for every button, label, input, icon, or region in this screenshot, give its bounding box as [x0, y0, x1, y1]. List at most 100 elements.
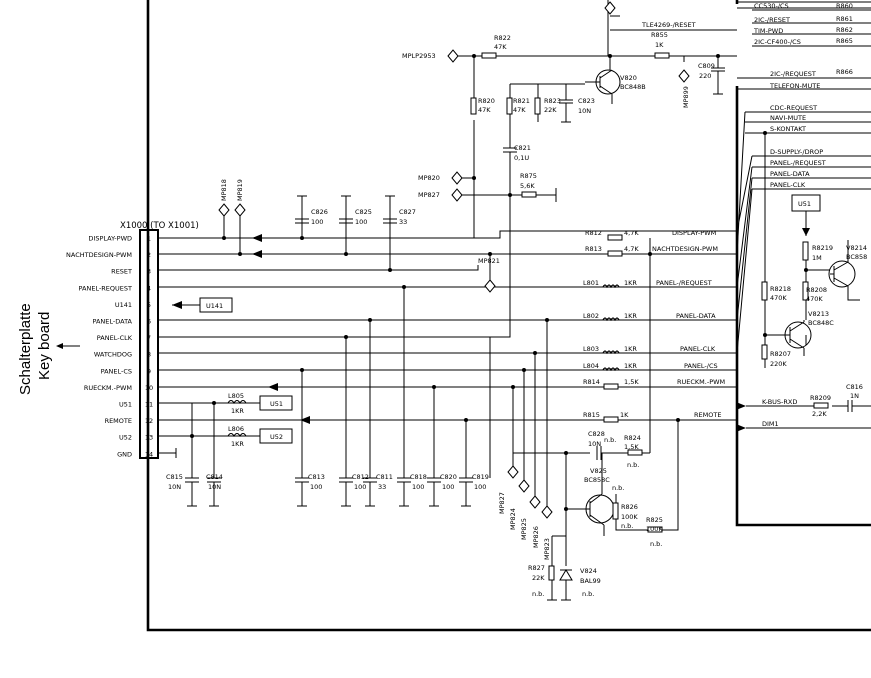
- cap-ref: C815: [166, 473, 183, 481]
- svg-text:L803: L803: [583, 345, 599, 353]
- svg-text:1,5K: 1,5K: [624, 378, 639, 386]
- pin-label: PANEL-CLK: [97, 334, 133, 342]
- svg-text:100: 100: [311, 218, 323, 226]
- svg-text:R821: R821: [513, 97, 530, 105]
- svg-text:2IC-/REQUEST: 2IC-/REQUEST: [770, 70, 816, 78]
- svg-text:R875: R875: [520, 172, 537, 180]
- svg-text:BC848B: BC848B: [620, 83, 646, 91]
- cap-value: 100: [412, 483, 424, 491]
- testpoints-bottom: MP827 MP824 MP825 MP826 MP823: [498, 318, 553, 560]
- svg-text:TELEFON-MUTE: TELEFON-MUTE: [769, 82, 820, 90]
- svg-text:L801: L801: [583, 279, 599, 287]
- cap-ref: C819: [472, 473, 489, 481]
- pin-number: 4: [147, 284, 151, 292]
- svg-text:BC858: BC858: [846, 253, 867, 261]
- svg-text:CDC-REQUEST: CDC-REQUEST: [770, 104, 817, 112]
- testpoints-top: MP818 MP819: [218, 179, 246, 256]
- u141-label: U141: [206, 302, 223, 310]
- svg-text:R826: R826: [621, 503, 638, 511]
- svg-text:MP820: MP820: [418, 174, 440, 182]
- svg-text:R815: R815: [583, 411, 600, 419]
- svg-text:R812: R812: [585, 229, 602, 237]
- svg-text:PANEL-/REQUEST: PANEL-/REQUEST: [770, 159, 826, 167]
- cap-ref: C813: [308, 473, 325, 481]
- svg-text:1KR: 1KR: [624, 279, 637, 287]
- pin-label: U52: [119, 434, 132, 442]
- capacitor: [295, 477, 309, 507]
- caps-top: C826 100 C825 100 C827 33: [295, 195, 416, 272]
- pin-label: U51: [119, 401, 132, 409]
- svg-text:TIM-PWD: TIM-PWD: [753, 27, 783, 35]
- svg-text:MP825: MP825: [520, 518, 528, 540]
- remote-circuit: C828 10N R824 1,5K n.b. n.b. V825 BC858C…: [513, 238, 680, 601]
- u51-label: U51: [270, 400, 283, 408]
- svg-text:V8213: V8213: [808, 310, 829, 318]
- svg-text:C809: C809: [698, 62, 715, 70]
- svg-text:PANEL-/REQUEST: PANEL-/REQUEST: [656, 279, 712, 287]
- v8213-symbol: [784, 321, 812, 349]
- cap-drops: [190, 285, 491, 478]
- pin-number: 14: [145, 450, 153, 458]
- right-bus: CC530-/CS 2IC-/RESET TIM-PWD 2IC-CF400-/…: [736, 2, 871, 354]
- svg-text:RUECKM.-PWM: RUECKM.-PWM: [677, 378, 725, 386]
- pin-label: PANEL-DATA: [92, 318, 132, 326]
- svg-text:10N: 10N: [578, 107, 591, 115]
- svg-text:n.b.: n.b.: [532, 590, 544, 598]
- svg-text:100: 100: [355, 218, 367, 226]
- pin-label: WATCHDOG: [94, 351, 132, 359]
- cap-ref: C811: [376, 473, 393, 481]
- pin-number: 5: [147, 301, 151, 309]
- svg-text:PANEL-CLK: PANEL-CLK: [680, 345, 716, 353]
- svg-text:C828: C828: [588, 430, 605, 438]
- capacitor: [459, 477, 473, 507]
- svg-text:V824: V824: [580, 567, 597, 575]
- svg-text:R823: R823: [544, 97, 561, 105]
- svg-text:1KR: 1KR: [231, 440, 244, 448]
- pin-label: GND: [117, 450, 132, 458]
- svg-text:100K: 100K: [621, 513, 638, 521]
- arrows: [172, 234, 746, 432]
- svg-text:n.b.: n.b.: [650, 540, 662, 548]
- pin-number: 2: [147, 251, 151, 259]
- capacitor: [363, 477, 377, 507]
- pin-label: DISPLAY-PWD: [88, 235, 132, 243]
- svg-text:1N: 1N: [850, 392, 859, 400]
- pin-label: PANEL-REQUEST: [79, 284, 133, 292]
- pin-number: 6: [147, 318, 151, 326]
- pin-number: 8: [147, 351, 151, 359]
- svg-text:n.b.: n.b.: [612, 484, 624, 492]
- svg-text:PANEL-CLK: PANEL-CLK: [770, 181, 806, 189]
- cap-value: 100: [354, 483, 366, 491]
- svg-text:S-KONTAKT: S-KONTAKT: [770, 125, 806, 133]
- svg-text:R861: R861: [836, 15, 853, 23]
- svg-text:47K: 47K: [513, 106, 526, 114]
- svg-text:10N: 10N: [588, 440, 601, 448]
- pin-number: 12: [145, 417, 153, 425]
- svg-text:4,7K: 4,7K: [624, 245, 639, 253]
- pin-number: 3: [147, 268, 151, 276]
- side-label-en: Key board: [36, 312, 53, 380]
- svg-text:C816: C816: [846, 383, 863, 391]
- pin-number: 13: [145, 434, 153, 442]
- v8214-symbol: [828, 260, 856, 288]
- reset-circuit: R822 47K MPLP2953 R820 47K TLE4269-/RESE…: [402, 0, 737, 238]
- cap-value: 33: [378, 483, 386, 491]
- svg-text:n.b.: n.b.: [582, 590, 594, 598]
- svg-text:NAVI-MUTE: NAVI-MUTE: [770, 114, 806, 122]
- svg-text:R814: R814: [583, 378, 600, 386]
- svg-text:V820: V820: [620, 74, 637, 82]
- pin-label: NACHTDESIGN-PWM: [66, 251, 132, 259]
- pin-number: 7: [147, 334, 151, 342]
- svg-text:C823: C823: [578, 97, 595, 105]
- kbus-circuit: U51 R8219 1M R8208 470K R8218 470K V8213…: [746, 131, 871, 429]
- svg-text:V825: V825: [590, 467, 607, 475]
- svg-text:K-BUS-RXD: K-BUS-RXD: [762, 398, 797, 406]
- pin-label: RESET: [111, 268, 132, 276]
- svg-text:C827: C827: [399, 208, 416, 216]
- capacitor: [339, 477, 353, 507]
- u52-box: [259, 428, 293, 444]
- svg-text:MP819: MP819: [236, 179, 244, 201]
- svg-text:R813: R813: [585, 245, 602, 253]
- pin-label: REMOTE: [105, 417, 132, 425]
- svg-text:R8208: R8208: [806, 286, 827, 294]
